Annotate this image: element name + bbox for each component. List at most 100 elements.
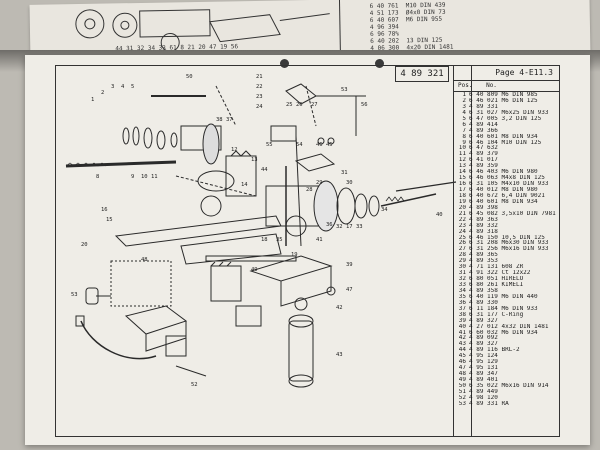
part-reference: 4 89 358 bbox=[469, 287, 498, 294]
part-position: 19 bbox=[458, 198, 466, 205]
part-position: 44 bbox=[458, 347, 466, 354]
part-position: 52 bbox=[458, 394, 466, 401]
svg-text:52: 52 bbox=[191, 382, 198, 388]
svg-text:49: 49 bbox=[251, 267, 258, 273]
part-position: 9 bbox=[462, 139, 466, 146]
svg-text:32: 32 bbox=[336, 224, 343, 230]
part-position: 6 bbox=[462, 121, 466, 128]
parts-list-page-label: Page 4-E11.3 bbox=[454, 66, 559, 81]
part-position: 5 bbox=[462, 115, 466, 122]
part-position: 53 bbox=[458, 400, 466, 407]
part-reference: 4 89 327 bbox=[469, 341, 498, 348]
part-position: 31 bbox=[458, 270, 466, 277]
part-reference: 4 89 366 bbox=[469, 127, 498, 134]
part-position: 17 bbox=[458, 187, 466, 193]
svg-text:18: 18 bbox=[261, 237, 268, 243]
part-position: 16 bbox=[458, 181, 466, 187]
part-reference: 4 89 398 bbox=[469, 204, 498, 211]
svg-text:54: 54 bbox=[296, 142, 303, 148]
part-position: 50 bbox=[458, 382, 466, 389]
part-reference: 4 89 330 bbox=[469, 299, 498, 306]
part-reference: 4 95 129 bbox=[469, 359, 498, 366]
part-reference: 6 80 051 HIRELO bbox=[469, 276, 524, 282]
part-reference: 4 71 131 608 ZR bbox=[469, 264, 524, 271]
part-reference: 6 80 261 KIMELI bbox=[469, 282, 524, 288]
svg-text:27: 27 bbox=[311, 102, 318, 108]
part-position: 41 bbox=[458, 329, 466, 336]
col-pos: Pos. bbox=[458, 82, 473, 89]
part-position: 37 bbox=[458, 305, 466, 312]
svg-text:44: 44 bbox=[261, 167, 268, 173]
part-position: 24 bbox=[458, 228, 466, 235]
part-reference: 6 47 005 3,2 DIN 125 bbox=[469, 115, 542, 122]
part-position: 43 bbox=[458, 341, 466, 348]
svg-text:15: 15 bbox=[106, 217, 113, 223]
svg-text:22: 22 bbox=[256, 84, 263, 90]
part-position: 21 bbox=[458, 210, 466, 217]
svg-text:29: 29 bbox=[316, 180, 323, 186]
svg-text:12: 12 bbox=[231, 147, 238, 153]
part-reference: 4 89 327 bbox=[469, 317, 498, 324]
part-position: 49 bbox=[458, 377, 466, 383]
part-reference: 4 89 347 bbox=[469, 371, 498, 377]
svg-text:26: 26 bbox=[296, 102, 303, 108]
part-reference: 6 40 601 M8 DIN 934 bbox=[469, 198, 538, 205]
svg-text:50: 50 bbox=[186, 74, 193, 80]
svg-text:34: 34 bbox=[381, 207, 388, 213]
part-position: 3 bbox=[462, 103, 466, 110]
svg-text:33: 33 bbox=[356, 224, 363, 230]
drawing-number: 4 89 321 bbox=[395, 66, 449, 82]
part-position: 39 bbox=[458, 317, 466, 324]
part-position: 36 bbox=[458, 299, 466, 306]
part-reference: 4 89 332 bbox=[469, 222, 498, 229]
part-position: 11 bbox=[458, 151, 466, 158]
part-reference: 4 89 379 bbox=[469, 151, 498, 158]
part-reference: 4 89 318 bbox=[469, 228, 498, 235]
part-position: 33 bbox=[458, 282, 466, 288]
part-position: 26 bbox=[458, 240, 466, 247]
part-position: 15 bbox=[458, 175, 466, 182]
part-reference: 6 60 032 M6 DIN 934 bbox=[469, 329, 538, 336]
part-reference: 6 40 809 M6 DIN 985 bbox=[469, 92, 538, 98]
part-position: 22 bbox=[458, 216, 466, 223]
svg-text:41: 41 bbox=[316, 237, 323, 243]
svg-text:42: 42 bbox=[336, 305, 343, 311]
part-position: 20 bbox=[458, 204, 466, 211]
part-reference: 4 91 322 Ct 12x22 bbox=[469, 270, 531, 277]
part-reference: 6 35 022 M6x16 DIN 914 bbox=[469, 382, 549, 389]
part-position: 13 bbox=[458, 163, 466, 170]
parts-list-columns: Pos. No. bbox=[454, 81, 559, 92]
svg-text:17: 17 bbox=[346, 224, 353, 230]
svg-text:14: 14 bbox=[241, 182, 248, 188]
part-reference: 6 11 184 M6 DIN 933 bbox=[469, 305, 538, 312]
punch-hole bbox=[375, 59, 384, 68]
svg-text:36: 36 bbox=[326, 222, 333, 228]
part-position: 46 bbox=[458, 359, 466, 366]
part-reference: 4 27 012 4x32 DIN 1481 bbox=[469, 323, 549, 330]
